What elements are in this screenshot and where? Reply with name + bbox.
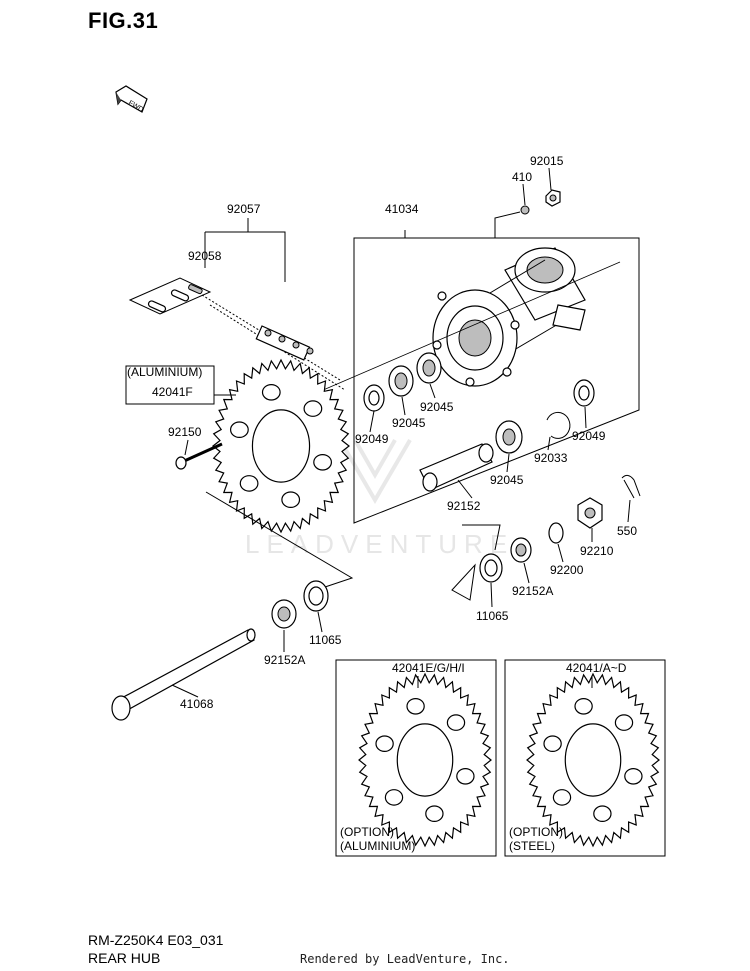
sprocket-lightening-hole <box>614 714 634 731</box>
oil-seal-92049-left <box>363 384 385 412</box>
bearing-92045-c <box>495 420 523 454</box>
callout-92033: 92033 <box>534 451 568 465</box>
washer-92200 <box>548 522 564 544</box>
callout-11065-left: 11065 <box>309 633 342 647</box>
callout-92152A-left: 92152A <box>264 653 305 667</box>
sprocket-lightening-hole <box>574 697 593 715</box>
callout-92045-c: 92045 <box>490 473 524 487</box>
option-box-aluminium <box>335 659 497 857</box>
watermark-text: LEADVENTURE <box>245 529 514 559</box>
nut-92015 <box>545 189 561 207</box>
fwd-arrow-icon: FWD <box>115 85 148 114</box>
bearing-92045-a <box>388 365 414 397</box>
sprocket-lightening-hole <box>303 400 323 417</box>
callout-92152A-right: 92152A <box>512 584 553 598</box>
callout-92058: 92058 <box>188 249 222 263</box>
sprocket-lightening-hole <box>593 805 612 822</box>
render-credit: Rendered by LeadVenture, Inc. <box>300 952 510 966</box>
callout-92049-left: 92049 <box>355 432 389 446</box>
callout-92049-right: 92049 <box>572 429 606 443</box>
sprocket-lightening-hole <box>281 491 301 508</box>
option2-note-2: (STEEL) <box>509 839 555 853</box>
oil-seal-11065-right <box>479 553 503 583</box>
figure-title: FIG.31 <box>88 8 159 33</box>
callout-550: 550 <box>617 524 637 538</box>
castle-nut-92210 <box>577 497 603 529</box>
option1-note-2: (ALUMINIUM) <box>340 839 415 853</box>
callout-410: 410 <box>512 170 532 184</box>
leader-lines <box>125 167 631 698</box>
callout-92152: 92152 <box>447 499 481 513</box>
sprocket-lightening-hole <box>425 805 444 822</box>
callout-92210: 92210 <box>580 544 614 558</box>
bolt-92150 <box>175 442 223 470</box>
sprocket-lightening-hole <box>375 735 394 752</box>
callout-92045-b: 92045 <box>420 400 454 414</box>
circlip-92033 <box>546 411 571 439</box>
callout-11065-right: 11065 <box>476 609 509 623</box>
collar-92152A-right <box>510 537 532 563</box>
bearing-92045-b <box>416 352 442 384</box>
chain-joint-92058 <box>128 277 212 315</box>
sprocket-lightening-hole <box>456 767 475 785</box>
cotter-pin-550 <box>621 474 641 499</box>
sprocket-lightening-hole <box>384 789 404 806</box>
hub-group-outline <box>353 237 640 524</box>
callout-92150: 92150 <box>168 425 202 439</box>
callout-aluminium-tag: (ALUMINIUM) <box>127 365 202 379</box>
callout-92015: 92015 <box>530 154 564 168</box>
sprocket-42041EGHI-option <box>358 672 492 848</box>
option1-note-1: (OPTION) <box>340 825 394 839</box>
spacer-92152 <box>419 443 494 492</box>
sprocket-lightening-hole <box>229 421 249 438</box>
collar-92152A-left <box>271 599 297 629</box>
option-box-steel <box>504 659 666 857</box>
option2-part-label: 42041/A~D <box>566 661 627 675</box>
callout-92057: 92057 <box>227 202 261 216</box>
watermark: LEADVENTURE <box>245 438 514 559</box>
sprocket-lightening-hole <box>313 453 333 471</box>
axle-41068 <box>111 628 256 721</box>
sprocket-lightening-hole <box>261 383 281 401</box>
option1-part-label: 42041E/G/H/I <box>392 661 465 675</box>
sprocket-lightening-hole <box>543 735 562 752</box>
sprocket-42041AD-option <box>526 672 660 848</box>
rear-hub-41034 <box>432 247 586 387</box>
option2-note-1: (OPTION) <box>509 825 563 839</box>
oil-seal-11065-left <box>303 580 329 612</box>
callout-42041F: 42041F <box>152 385 193 399</box>
callout-92200: 92200 <box>550 563 584 577</box>
callout-41034: 41034 <box>385 202 419 216</box>
oil-seal-92049-right <box>573 379 595 407</box>
sprocket-bore <box>251 409 311 483</box>
sprocket-bore <box>396 723 454 797</box>
callout-41068: 41068 <box>180 697 214 711</box>
sprocket-lightening-hole <box>239 475 259 492</box>
callout-labels: 92015 410 41034 92057 92058 (ALUMINIUM) … <box>127 154 637 853</box>
sprocket-lightening-hole <box>552 789 572 806</box>
drive-chain-92057 <box>201 294 346 391</box>
sprocket-42041F <box>212 358 350 534</box>
figure-name: REAR HUB <box>88 950 161 966</box>
figure-code: RM-Z250K4 E03_031 <box>88 932 224 948</box>
sprocket-bore <box>564 723 622 797</box>
sprocket-lightening-hole <box>406 697 425 715</box>
sprocket-lightening-hole <box>624 767 643 785</box>
washer-410 <box>520 205 530 215</box>
callout-92045-a: 92045 <box>392 416 426 430</box>
sprocket-lightening-hole <box>446 714 466 731</box>
